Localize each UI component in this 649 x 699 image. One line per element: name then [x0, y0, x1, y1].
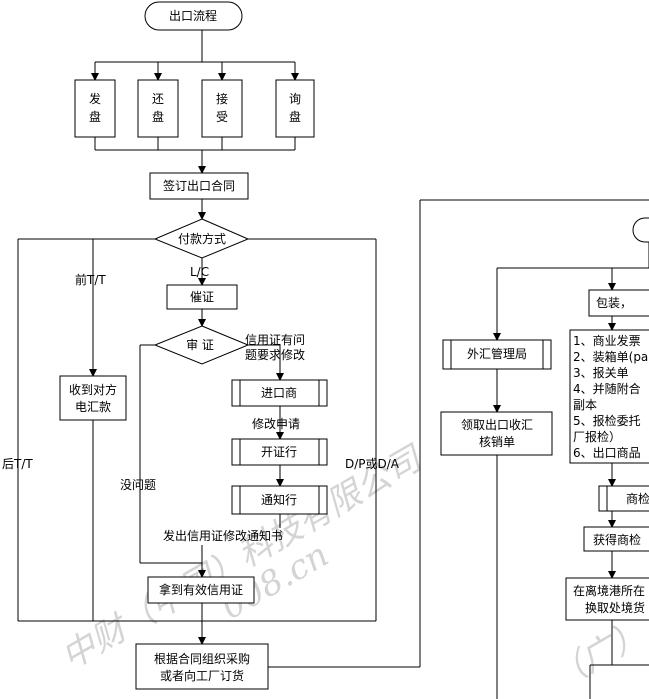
sign-contract-label: 签订出口合同: [163, 178, 235, 193]
forex-bureau-label: 外汇管理局: [467, 346, 527, 361]
received-tt-label-1: 收到对方: [69, 382, 117, 397]
purchase-label-1: 根据合同组织采购: [154, 651, 250, 666]
inspection-label: 商检: [626, 491, 649, 506]
counter-offer-box: 还 盘: [137, 79, 179, 138]
pre-tt-label: 前T/T: [75, 272, 106, 287]
importer-box: 进口商: [231, 379, 328, 407]
received-tt-box: [59, 375, 127, 421]
review-lc-decision: [153, 325, 250, 365]
lc-problem-label-1: 信用证有问: [245, 333, 305, 347]
acceptance-label-2: 受: [216, 110, 228, 124]
valid-lc-box: [147, 576, 255, 604]
counter-offer-label-1: 还: [152, 92, 164, 106]
document-item: 厂报检）: [573, 429, 621, 444]
amend-request-label: 修改申请: [252, 416, 300, 431]
documents-box: [569, 329, 649, 464]
offer-label-1: 发: [89, 91, 101, 106]
offer-label-2: 盘: [89, 109, 101, 124]
payment-method-label: 付款方式: [178, 231, 226, 246]
documents-list: 1、商业发票 2、装箱单(pa 3、报关单 4、并随附合 副本 5、报检委托 厂…: [573, 333, 648, 460]
advising-bank-box: 通知行: [231, 485, 328, 515]
document-item: 1、商业发票: [573, 333, 641, 348]
start-label: 出口流程: [169, 8, 217, 23]
urge-lc-label: 催证: [190, 290, 214, 304]
received-tt-label-2: 电汇款: [75, 400, 111, 414]
purchase-box: [135, 643, 269, 690]
review-lc-label: 审 证: [186, 337, 214, 352]
dp-da-label: D/P或D/A: [345, 457, 400, 471]
post-tt-label: 后T/T: [2, 457, 33, 471]
document-item: 3、报关单: [573, 365, 629, 380]
amend-notice-label: 发出信用证修改通知书: [163, 528, 283, 543]
purchase-label-2: 或者向工厂订货: [160, 668, 244, 683]
verification-form-label-1: 领取出口收汇: [461, 418, 533, 432]
acceptance-box: 接 受: [201, 79, 243, 138]
acceptance-label-1: 接: [216, 91, 228, 106]
issuing-bank-label: 开证行: [261, 445, 297, 459]
inquiry-label-1: 询: [289, 92, 301, 106]
importer-label: 进口商: [261, 385, 297, 400]
counter-offer-label-2: 盘: [152, 109, 164, 124]
advising-bank-label: 通知行: [261, 493, 297, 507]
verification-form-box: [440, 411, 553, 456]
payment-method-decision: [153, 218, 250, 259]
packing-box: [588, 289, 649, 317]
document-item: 5、报检委托: [573, 413, 641, 428]
port-exchange-label-2: 换取处境货: [585, 600, 645, 615]
issuing-bank-box: 开证行: [231, 438, 328, 466]
valid-lc-label: 拿到有效信用证: [159, 582, 243, 597]
verification-form-label-2: 核销单: [479, 435, 515, 449]
sign-contract-box: [149, 172, 249, 200]
lc-problem-label-2: 题要求修改: [245, 347, 305, 362]
get-inspection-box: [583, 526, 649, 552]
get-inspection-label: 获得商检: [593, 532, 641, 547]
urge-lc-box: [166, 284, 238, 310]
port-exchange-label-1: 在离境港所在: [573, 583, 645, 598]
watermark-text: 中财（中国）科技有限公司: [55, 438, 431, 678]
document-item: 4、并随附合: [573, 381, 641, 396]
inquiry-label-2: 盘: [289, 109, 301, 124]
inquiry-box: 询 盘: [275, 79, 315, 138]
document-item: 6、出口商品: [573, 445, 641, 460]
no-problem-label: 没问题: [120, 477, 156, 492]
port-exchange-box: [565, 577, 649, 621]
document-item: 2、装箱单(pa: [573, 349, 648, 364]
document-item: 副本: [573, 398, 597, 412]
start-node: [144, 1, 243, 31]
lc-label: L/C: [190, 265, 209, 279]
forex-bureau-box: 外汇管理局: [442, 339, 552, 370]
offer-box: 发 盘: [74, 79, 116, 138]
watermark-tail: （广）: [545, 612, 649, 698]
inspection-box: 商检: [598, 485, 649, 512]
packing-label: 包装，: [596, 296, 632, 310]
